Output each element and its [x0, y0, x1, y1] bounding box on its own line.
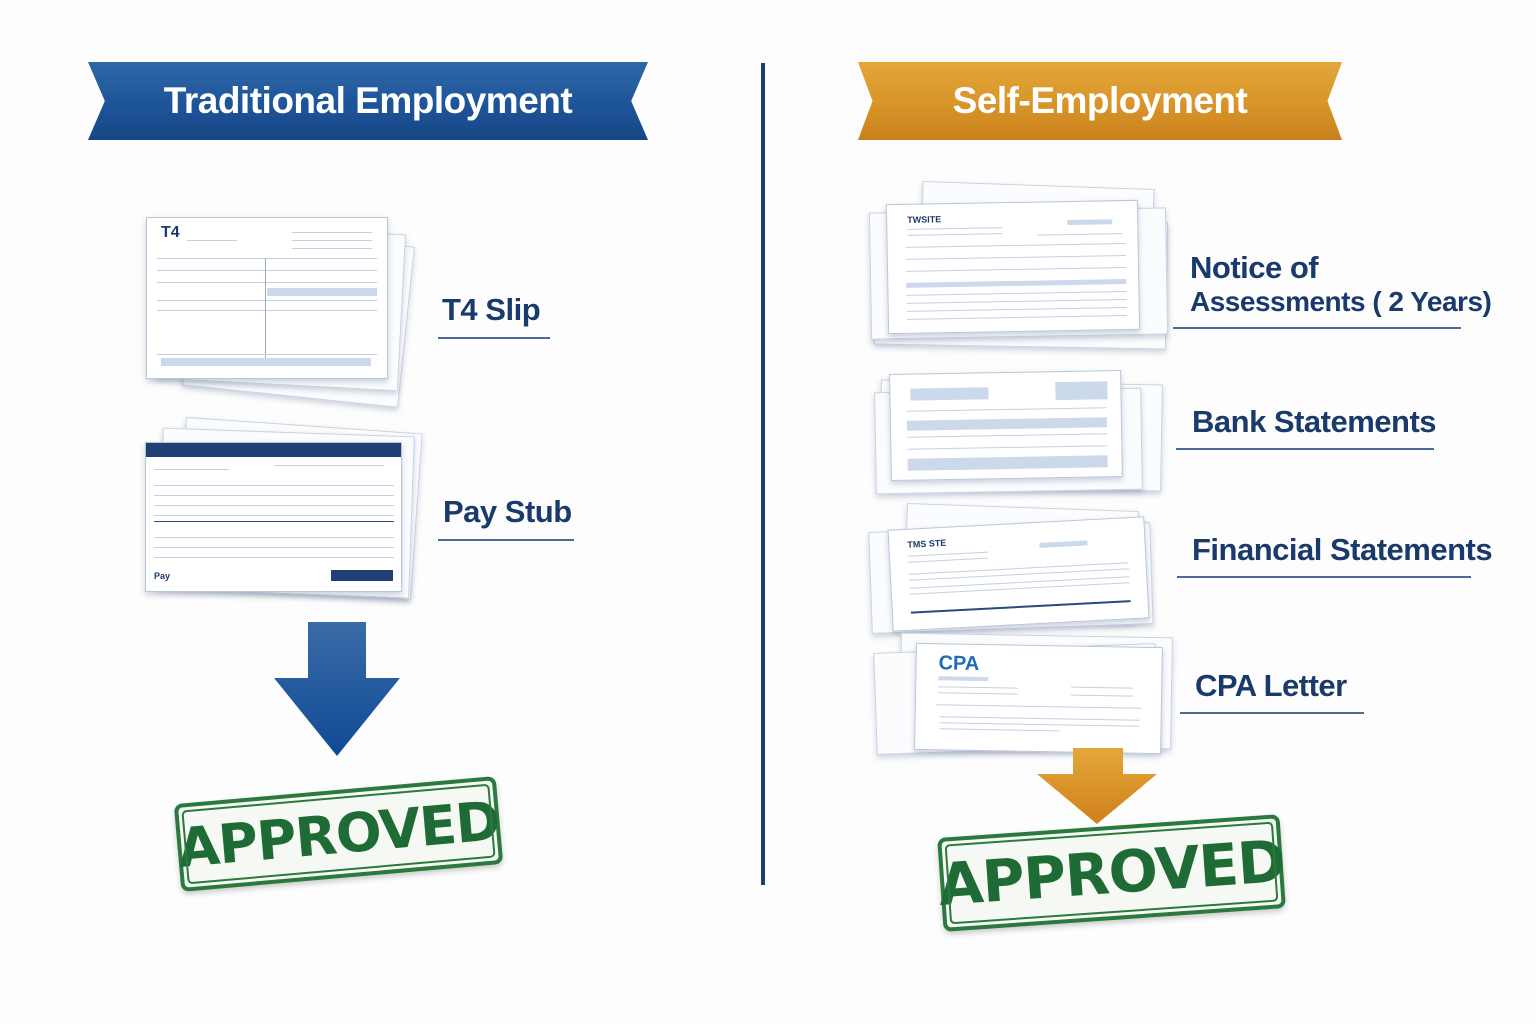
- banner-title: Traditional Employment: [163, 80, 573, 121]
- label-underline: [1173, 327, 1461, 329]
- financial-statements-label: Financial Statements: [1192, 532, 1493, 567]
- cpa-letter-label: CPA Letter: [1195, 668, 1347, 703]
- cpa-letter-document-icon: CPA: [870, 630, 1180, 760]
- label-underline: [438, 337, 550, 339]
- label-line-2: Assessments ( 2 Years): [1190, 285, 1492, 317]
- notice-of-assessments-label: Notice of Assessments ( 2 Years): [1190, 250, 1492, 318]
- t4-slip-label: T4 Slip: [442, 292, 541, 327]
- approved-text: APPROVED: [175, 788, 502, 880]
- t4-thumbnail-title: T4: [161, 224, 180, 241]
- bank-statements-document-icon: [870, 362, 1170, 502]
- financial-thumbnail-title: TMS STE: [907, 537, 947, 550]
- approved-stamp: APPROVED: [936, 814, 1287, 932]
- traditional-employment-banner: Traditional Employment: [88, 62, 648, 140]
- notice-of-assessment-document-icon: TWSITE: [865, 180, 1175, 360]
- label-underline: [1180, 712, 1364, 714]
- financial-statements-document-icon: TMS STE: [860, 502, 1170, 635]
- self-employment-banner: Self-Employment: [858, 62, 1342, 140]
- label-underline: [1176, 448, 1434, 450]
- label-underline: [1177, 576, 1471, 578]
- down-arrow-icon: [274, 622, 400, 756]
- approved-stamp: APPROVED: [173, 776, 504, 892]
- approved-text: APPROVED: [936, 826, 1287, 920]
- pay-stub-thumbnail-title: Pay: [154, 571, 171, 581]
- label-underline: [438, 539, 574, 541]
- noa-thumbnail-title: TWSITE: [907, 214, 942, 225]
- down-arrow-icon: [1037, 748, 1157, 824]
- banner-title: Self-Employment: [952, 80, 1248, 121]
- bank-statements-label: Bank Statements: [1192, 404, 1437, 439]
- t4-slip-document-icon: T4: [140, 210, 420, 410]
- label-line-1: Notice of: [1190, 250, 1319, 285]
- pay-stub-label: Pay Stub: [443, 494, 572, 529]
- pay-stub-document-icon: Pay: [140, 416, 423, 610]
- center-divider: [761, 63, 765, 885]
- cpa-thumbnail-title: CPA: [938, 652, 980, 675]
